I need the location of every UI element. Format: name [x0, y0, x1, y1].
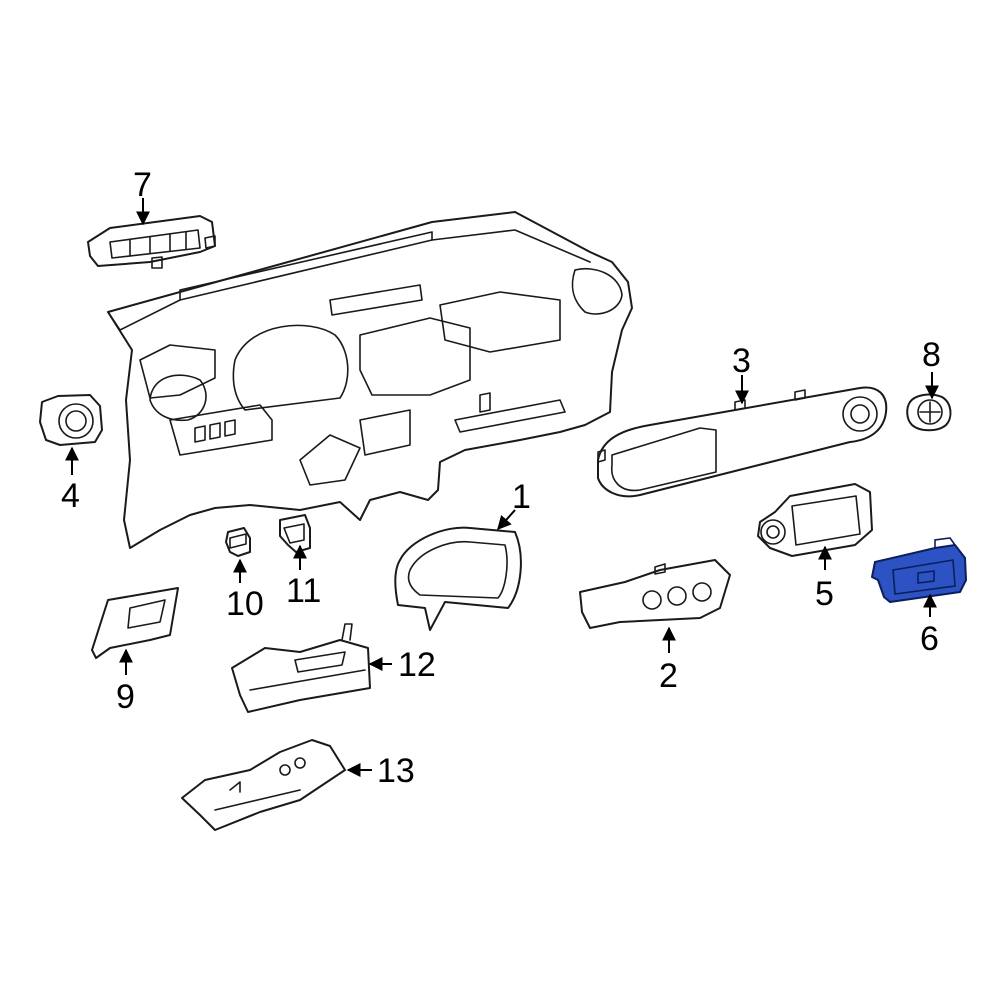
callout-labels: 1 2 3 4 5 6 7 8 9 10 11 12 13: [61, 166, 941, 790]
part-11-switch: [279, 514, 311, 553]
part-10-switch: [225, 527, 251, 557]
callout-1: 1: [512, 478, 531, 516]
instrument-panel: [107, 211, 633, 549]
callout-7: 7: [133, 166, 152, 204]
leader-lines: [65, 198, 939, 777]
callout-4: 4: [61, 477, 80, 515]
callout-13: 13: [377, 752, 415, 790]
part-9-knee-panel: [91, 587, 179, 659]
callout-9: 9: [116, 678, 135, 716]
part-13-bracket: [181, 739, 346, 831]
part-8-round-vent: [906, 393, 952, 432]
part-3-center-trim: [597, 386, 888, 498]
part-5-switch-bezel: [757, 483, 873, 557]
part-7-air-vent: [87, 215, 216, 269]
part-2-lower-trim: [579, 559, 731, 629]
callout-2: 2: [659, 657, 678, 695]
part-1-cluster-panel: [394, 526, 522, 631]
callout-5: 5: [815, 575, 834, 613]
callout-6: 6: [920, 620, 939, 658]
part-12-lower-panel: [231, 623, 371, 713]
callout-12: 12: [398, 646, 436, 684]
callout-10: 10: [226, 585, 264, 623]
callout-8: 8: [922, 336, 941, 374]
part-4-side-vent: [39, 394, 103, 446]
callout-11: 11: [286, 572, 321, 610]
part-6-switch-highlighted: [871, 537, 967, 603]
callout-3: 3: [732, 342, 751, 380]
